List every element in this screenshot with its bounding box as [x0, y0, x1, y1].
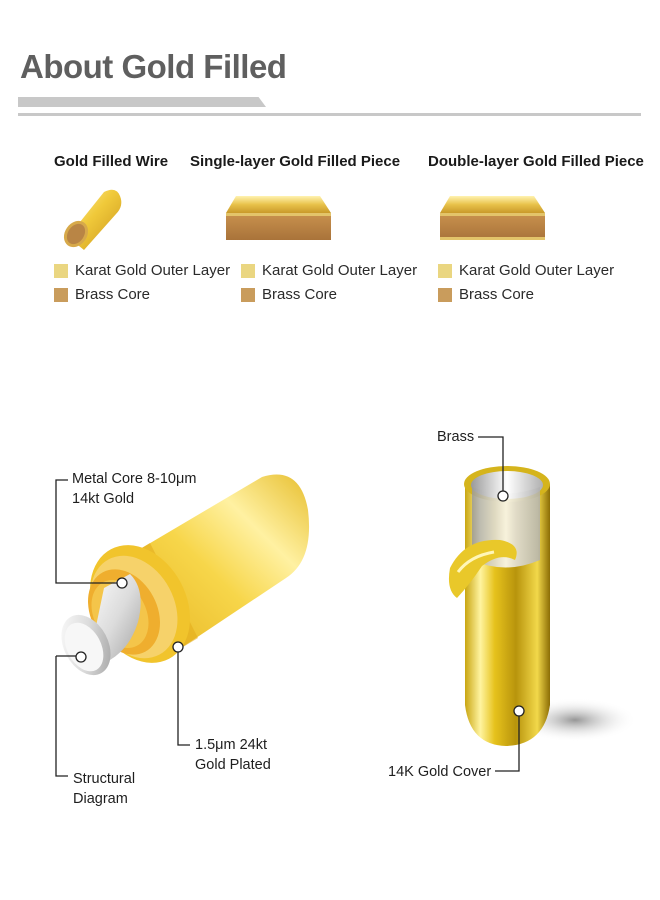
legend-label: Karat Gold Outer Layer — [459, 262, 615, 279]
marker-metal-core — [116, 577, 128, 589]
gold-swatch — [241, 263, 255, 278]
gold-tube-illustration — [448, 466, 637, 746]
legend-label: Karat Gold Outer Layer — [262, 262, 418, 279]
double-layer-illustration — [440, 196, 545, 240]
legend-label: Brass Core — [262, 286, 338, 303]
callout-brass: Brass — [437, 429, 475, 445]
callout-line: Metal Core 8-10μm — [72, 471, 197, 487]
legend-label: Brass Core — [459, 286, 535, 303]
legend-label: Karat Gold Outer Layer — [75, 262, 231, 279]
right-callout-lines — [478, 436, 520, 772]
brass-swatch — [438, 287, 452, 302]
callout-line: Structural — [73, 771, 136, 787]
heading-gold-filled-wire: Gold Filled Wire — [54, 153, 169, 170]
legend-single-brass: Brass Core — [241, 286, 337, 303]
callout-metal-core: Metal Core 8-10μm 14kt Gold — [72, 469, 196, 509]
title-divider — [18, 113, 641, 116]
callout-line: 14kt Gold — [72, 491, 135, 507]
callout-line: Diagram — [73, 791, 128, 807]
left-callout-lines — [55, 479, 190, 777]
legend-wire-brass: Brass Core — [54, 286, 150, 303]
brass-swatch — [54, 287, 68, 302]
marker-structural — [75, 651, 87, 663]
callout-gold-plated: 1.5μm 24kt Gold Plated — [195, 735, 271, 775]
page-title: About Gold Filled — [20, 48, 287, 85]
marker-gold-plated — [172, 641, 184, 653]
wire-illustration — [63, 189, 122, 250]
legend-double-gold: Karat Gold Outer Layer — [438, 262, 614, 279]
heading-single-layer: Single-layer Gold Filled Piece — [190, 153, 401, 170]
callout-line: 1.5μm 24kt — [195, 737, 268, 753]
marker-gold-cover — [513, 705, 525, 717]
single-layer-illustration — [226, 196, 331, 240]
heading-double-layer: Double-layer Gold Filled Piece — [428, 153, 644, 170]
brass-swatch — [241, 287, 255, 302]
legend-wire-gold: Karat Gold Outer Layer — [54, 262, 230, 279]
gold-swatch — [438, 263, 452, 278]
legend-double-brass: Brass Core — [438, 286, 534, 303]
marker-brass — [497, 490, 509, 502]
title-underline-bar — [18, 97, 266, 107]
legend-label: Brass Core — [75, 286, 151, 303]
callout-structural-diagram: Structural Diagram — [73, 769, 135, 809]
callout-line: Gold Plated — [195, 757, 271, 773]
callout-gold-cover: 14K Gold Cover — [388, 764, 492, 780]
legend-single-gold: Karat Gold Outer Layer — [241, 262, 417, 279]
layered-cylinder-illustration — [61, 474, 310, 676]
gold-swatch — [54, 263, 68, 278]
